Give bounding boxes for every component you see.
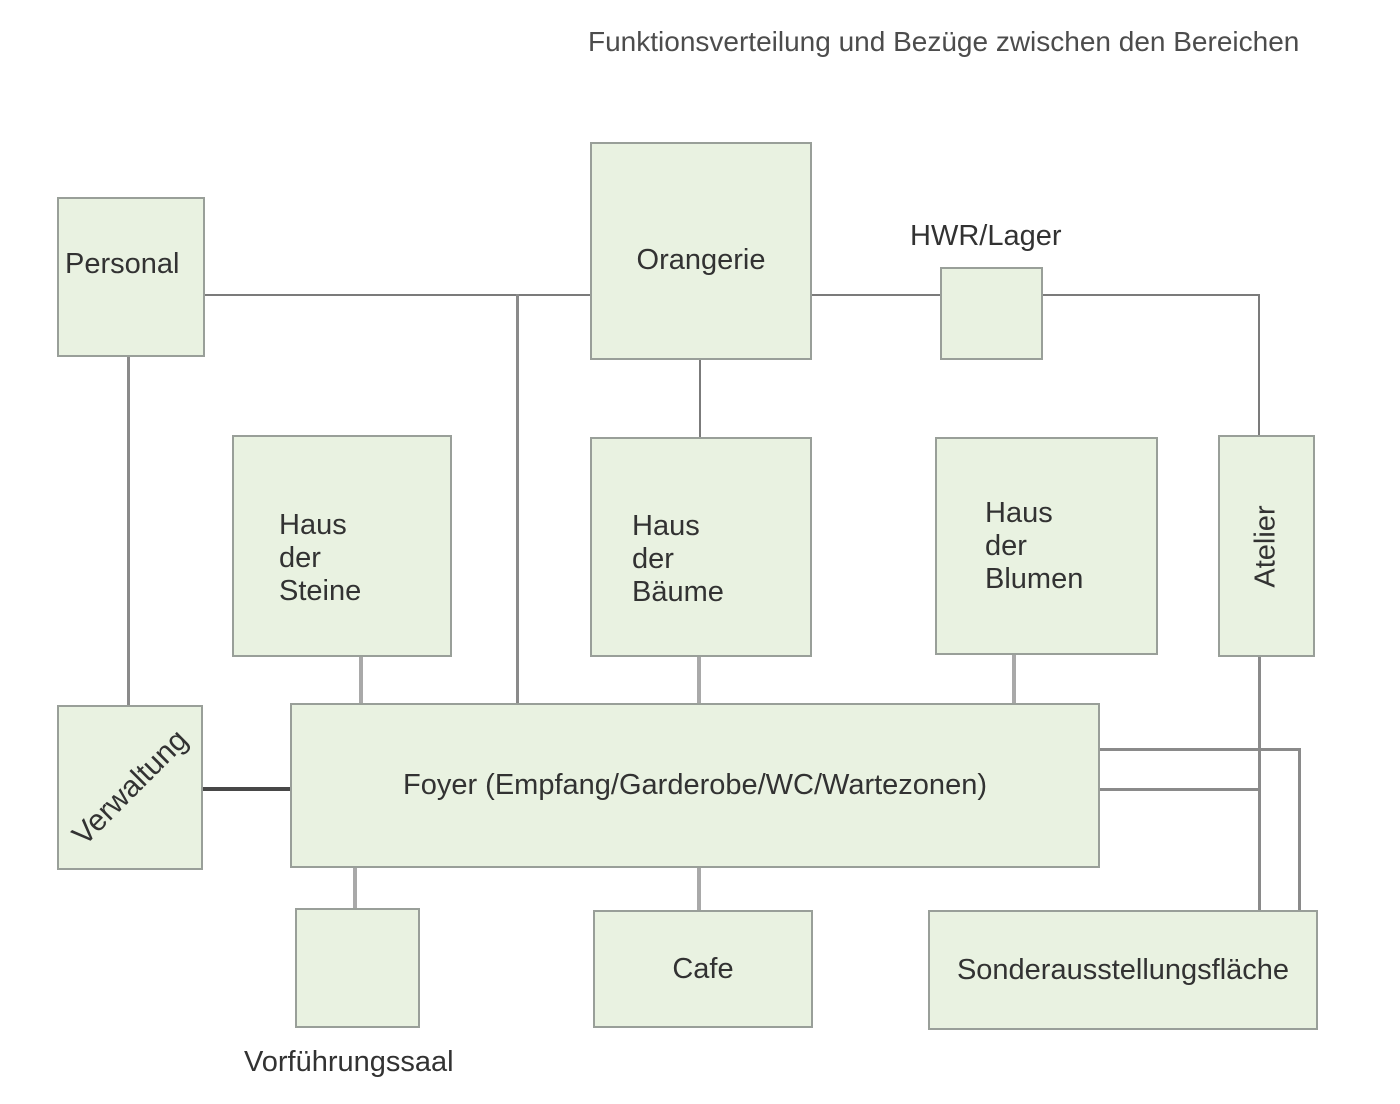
node-personal: Personal [57, 197, 205, 357]
connector-steine-foyer [359, 657, 363, 703]
node-cafe-label: Cafe [672, 952, 734, 985]
connector-orangerie-hwr [812, 294, 940, 296]
node-verwaltung: Verwaltung [57, 705, 203, 870]
node-sonderausstellungsflaeche-label: Sonderausstellungsfläche [956, 953, 1290, 986]
node-foyer-label: Foyer (Empfang/Garderobe/WC/Wartezonen) [403, 769, 987, 801]
connector-verwaltung-foyer [203, 787, 290, 791]
connector-personal-orangerie [205, 294, 590, 296]
node-haus-der-blumen: Haus der Blumen [935, 437, 1158, 655]
connector-right-atelier [1258, 294, 1260, 435]
connector-hwr-right [1043, 294, 1260, 296]
node-hwr-lager-label: HWR/Lager [910, 220, 1062, 252]
connector-atelier-sonder-v [1258, 657, 1261, 912]
connector-foyer-atelier-h [1100, 748, 1301, 751]
node-haus-der-baeume: Haus der Bäume [590, 437, 812, 657]
node-haus-der-steine-label: Haus der Steine [279, 509, 362, 607]
node-hwr-lager [940, 267, 1043, 360]
node-personal-label: Personal [65, 247, 180, 280]
connector-trunk-foyer [516, 294, 519, 703]
node-foyer: Foyer (Empfang/Garderobe/WC/Wartezonen) [290, 703, 1100, 868]
connector-foyer-vorfuehrungssaal [353, 868, 357, 908]
connector-foyer-cafe [697, 868, 701, 910]
node-vorfuehrungssaal-label: Vorführungssaal [244, 1046, 454, 1078]
node-haus-der-steine: Haus der Steine [232, 435, 452, 657]
node-orangerie-label: Orangerie [636, 243, 766, 276]
connector-orangerie-baeume [699, 360, 701, 437]
connector-foyer-sonder-v [1298, 748, 1301, 912]
node-cafe: Cafe [593, 910, 813, 1028]
connector-foyer-sonder-h [1100, 788, 1261, 791]
node-orangerie: Orangerie [590, 142, 812, 360]
node-atelier-label: Atelier [1249, 504, 1282, 588]
connector-baeume-foyer [697, 657, 701, 703]
node-sonderausstellungsflaeche: Sonderausstellungsfläche [928, 910, 1318, 1030]
node-haus-der-blumen-label: Haus der Blumen [985, 496, 1084, 595]
node-haus-der-baeume-label: Haus der Bäume [632, 510, 724, 608]
node-verwaltung-label: Verwaltung [65, 723, 195, 852]
connector-personal-verwaltung [127, 357, 130, 705]
diagram-title: Funktionsverteilung und Bezüge zwischen … [588, 26, 1300, 57]
node-vorfuehrungssaal [295, 908, 420, 1028]
node-atelier: Atelier [1218, 435, 1315, 657]
connector-blumen-foyer [1012, 655, 1016, 703]
